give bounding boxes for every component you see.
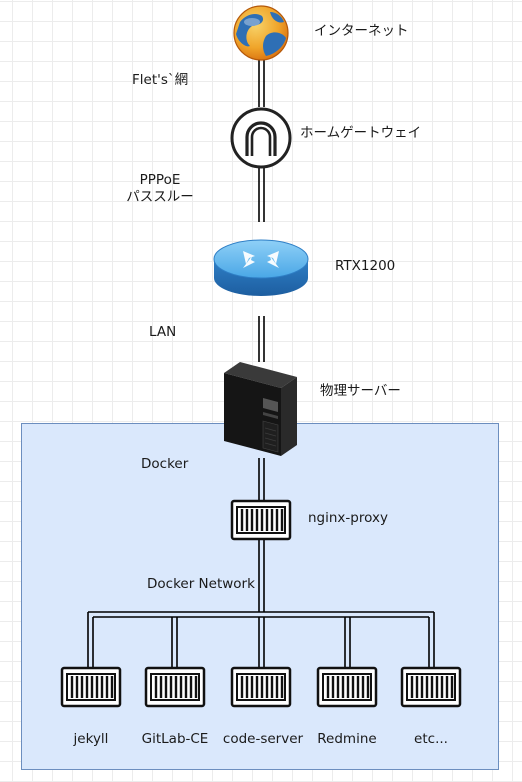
gateway-icon: [230, 107, 292, 169]
server-tower-icon: [224, 362, 297, 456]
home-gateway-label: ホームゲートウェイ: [300, 125, 422, 141]
container-icon: [316, 666, 378, 708]
container-label-gitlab: GitLab-CE: [141, 731, 209, 747]
link-internet-gateway: [258, 60, 265, 107]
link-label-flets: Flet's`網: [132, 72, 189, 88]
container-icon: [60, 666, 122, 708]
nginx-proxy-label: nginx-proxy: [308, 510, 388, 526]
docker-label: Docker: [141, 456, 189, 472]
router-label: RTX1200: [335, 258, 396, 274]
link-label-pppoe: PPPoE: [139, 172, 181, 188]
server-label: 物理サーバー: [320, 383, 401, 399]
container-label-redmine: Redmine: [317, 731, 377, 747]
link-label-lan: LAN: [149, 324, 177, 340]
globe-icon: [233, 5, 289, 61]
container-icon: [230, 499, 292, 541]
container-label-code-server: code-server: [222, 731, 304, 747]
internet-label: インターネット: [314, 23, 409, 39]
link-label-passthrough: パススルー: [126, 189, 194, 205]
container-icon: [144, 666, 206, 708]
link-server-proxy: [258, 458, 265, 500]
docker-network-label: Docker Network: [147, 576, 255, 592]
link-router-server: [258, 316, 265, 362]
link-gateway-router: [258, 168, 265, 222]
container-label-etc: etc...: [414, 731, 448, 747]
docker-network-bus: [87, 540, 435, 668]
docker-host-area: [21, 423, 499, 770]
container-label-jekyll: jekyll: [73, 731, 109, 747]
router-icon: [213, 239, 309, 296]
container-icon: [400, 666, 462, 708]
links: [87, 60, 435, 668]
container-icon: [230, 666, 292, 708]
